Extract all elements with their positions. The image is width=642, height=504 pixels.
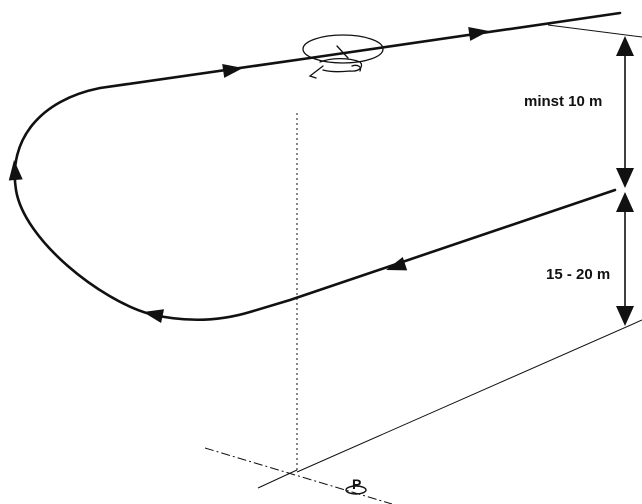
ground-reference-line: [204, 447, 393, 504]
direction-arrowhead-icon: [8, 160, 23, 181]
lower-dimension-arrow: [616, 192, 634, 326]
upper-dimension-arrow: [616, 36, 634, 188]
flight-path: [13, 11, 622, 322]
short-ground-tick: [257, 469, 298, 489]
dimension-arrowhead-icon: [616, 192, 634, 212]
direction-arrowhead-icon: [468, 26, 489, 41]
dimension-arrowhead-icon: [616, 306, 634, 326]
direction-arrowhead-icon: [143, 309, 165, 324]
lower-distance-label: 15 - 20 m: [546, 266, 610, 283]
landing-point-marker: P: [345, 476, 367, 495]
point-label: P: [352, 476, 361, 492]
upper-guideline: [547, 24, 642, 38]
dimension-arrowhead-icon: [616, 168, 634, 188]
upper-distance-label: minst 10 m: [524, 93, 602, 110]
direction-arrowhead-icon: [386, 257, 408, 271]
helicopter-icon: [302, 34, 384, 79]
direction-arrowhead-icon: [222, 63, 243, 78]
baseline: [296, 319, 642, 473]
dimension-arrowhead-icon: [616, 36, 634, 56]
